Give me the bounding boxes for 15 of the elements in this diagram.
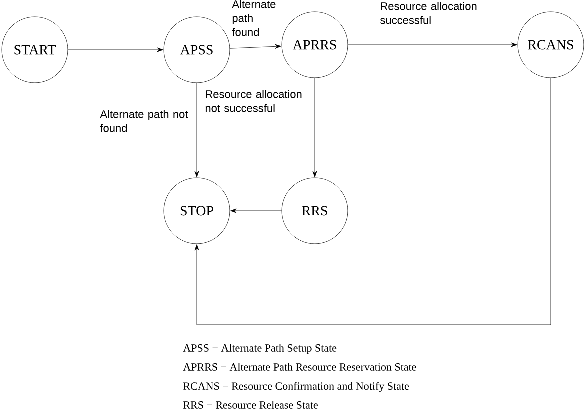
edge-label: Alternate path found [232, 0, 276, 36]
arrow [312, 78, 318, 178]
legend-text: RRS − Resource Release State [184, 401, 318, 409]
arrow [348, 42, 518, 48]
legend-text: APSS − Alternate Path Setup State [183, 344, 337, 354]
arrow [194, 83, 200, 178]
legend-text: RCANS − Resource Confirmation and Notify State [184, 382, 409, 392]
arrow [230, 44, 282, 49]
arrow [194, 78, 552, 326]
legend-text: APRRS − Alternate Path Resource Reservation State [183, 363, 416, 371]
arrow [68, 48, 164, 52]
edge-label: Alternate path not found [100, 110, 188, 132]
edge-label: Resource allocation successful [380, 2, 477, 24]
edge-label: Resource allocation not successful [206, 90, 302, 112]
arrow [230, 208, 282, 214]
